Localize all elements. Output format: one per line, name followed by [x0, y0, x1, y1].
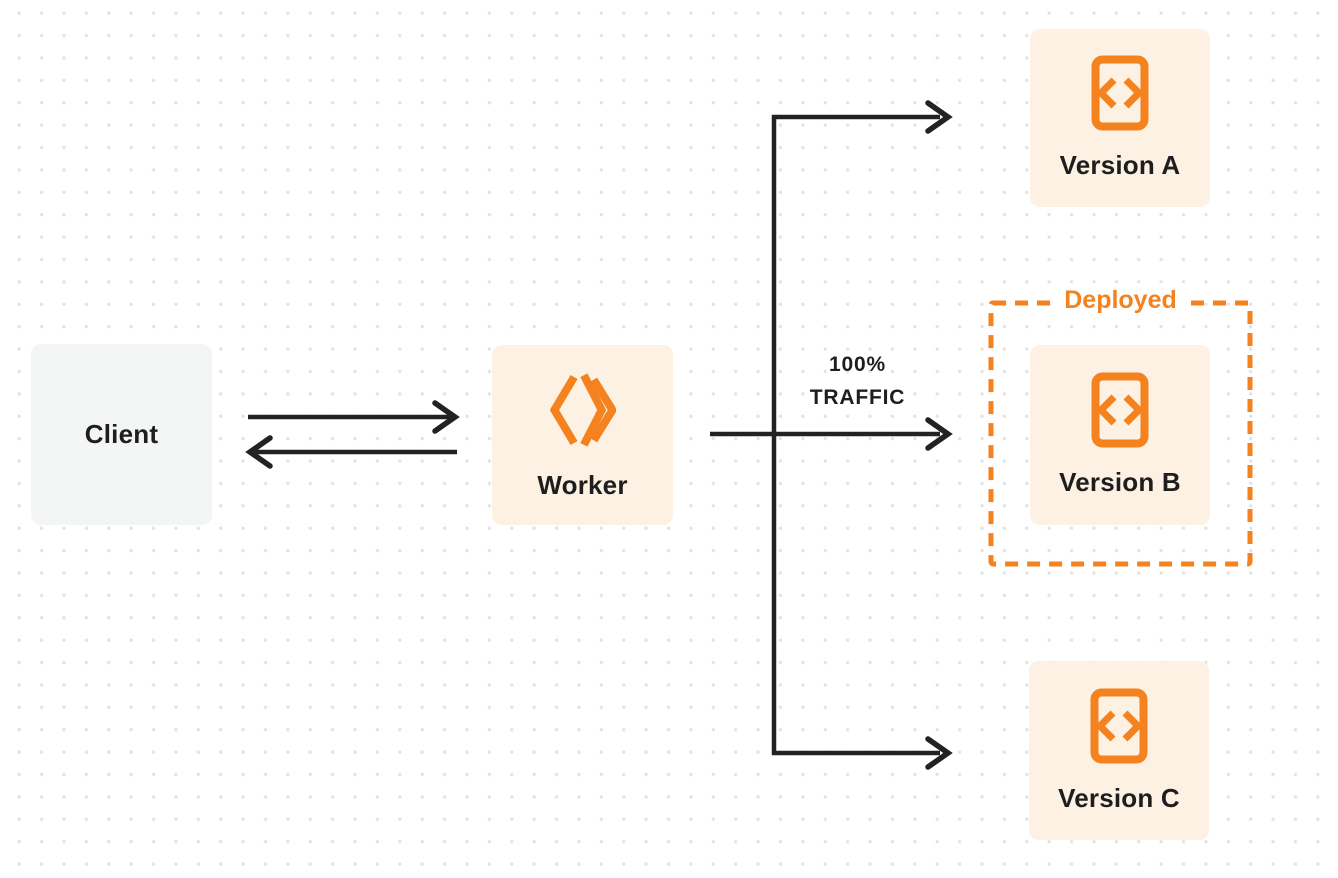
node-client: Client — [31, 344, 212, 525]
version-b-label: Version B — [1059, 467, 1181, 497]
traffic-percent: 100% — [829, 353, 886, 376]
arrowhead-worker-to-version-b — [925, 417, 953, 451]
code-file-icon — [1091, 55, 1149, 131]
arrowhead-to-version-a — [925, 100, 953, 134]
traffic-label: 100% TRAFFIC — [775, 348, 940, 414]
deployed-dashed-border — [988, 300, 1253, 567]
arrowhead-worker-to-client — [245, 435, 273, 469]
arrowhead-client-to-worker — [432, 400, 460, 434]
worker-label: Worker — [537, 469, 628, 500]
branch-line — [771, 114, 940, 756]
node-version-a: Version A — [1030, 29, 1210, 207]
deployed-label: Deployed — [1050, 283, 1191, 317]
traffic-word: TRAFFIC — [809, 386, 906, 409]
node-version-b: Version B — [1030, 345, 1210, 525]
code-file-icon — [1091, 372, 1149, 448]
version-c-label: Version C — [1058, 782, 1180, 813]
node-version-c: Version C — [1029, 661, 1209, 840]
code-file-icon — [1090, 688, 1148, 763]
node-worker: Worker — [492, 345, 673, 525]
deployed-region: Deployed — [988, 283, 1253, 567]
arrowhead-to-version-c — [925, 736, 953, 770]
client-label: Client — [84, 419, 159, 449]
workers-logo-icon — [549, 372, 616, 447]
version-a-label: Version A — [1059, 150, 1181, 180]
